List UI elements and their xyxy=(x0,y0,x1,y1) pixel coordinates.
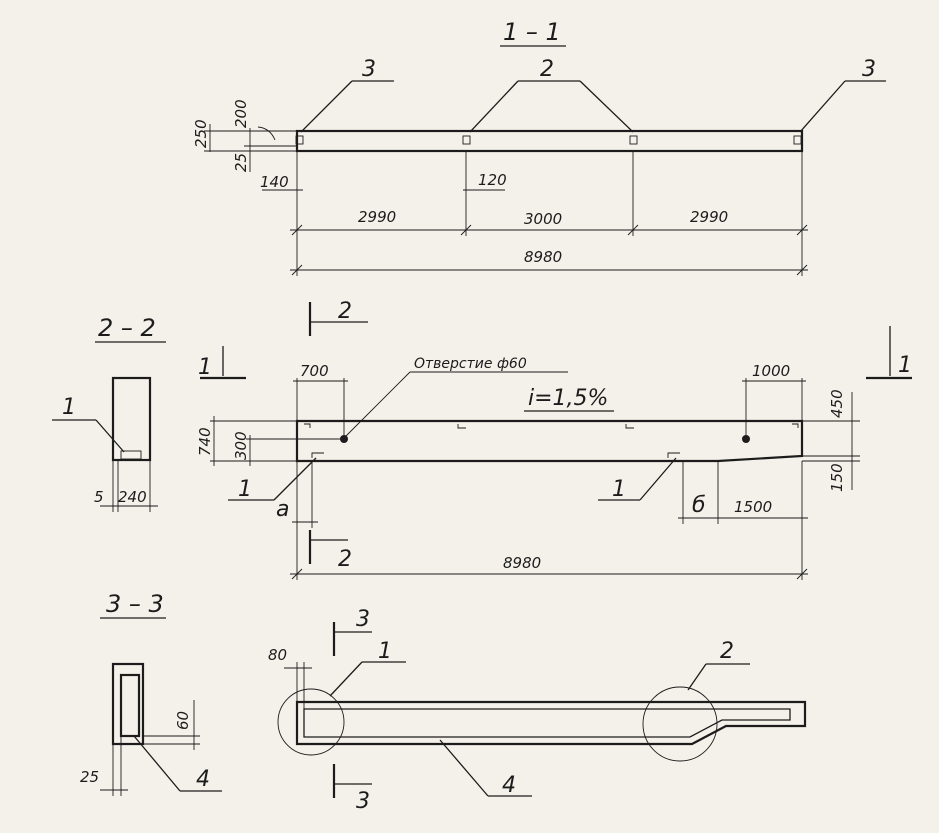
callout-1-plan-left: 1 xyxy=(238,477,252,502)
callout-1-plan-right: 1 xyxy=(612,477,626,502)
callout-1-s22: 1 xyxy=(62,395,76,420)
label-b: б xyxy=(692,493,706,518)
beam-elevation xyxy=(295,129,804,153)
callout-3-left: 3 xyxy=(362,57,376,82)
dim-25-v: 25 xyxy=(232,153,250,172)
dim-700: 700 xyxy=(300,362,329,380)
dim-3000: 3000 xyxy=(524,210,562,228)
cut-1-right-label: 1 xyxy=(898,353,912,378)
cut-3-bottom-label: 3 xyxy=(356,789,370,814)
bottom-view: 3 3 80 1 2 4 xyxy=(268,607,807,814)
plan-view: 2 1 1 Отверстие ф60 i=1,5% 700 xyxy=(196,299,912,580)
section-2-2-rect xyxy=(111,376,152,462)
cut-1-left-label: 1 xyxy=(198,355,212,380)
callout-3-right: 3 xyxy=(862,57,876,82)
dim-80: 80 xyxy=(268,646,287,664)
callout-1-bottom: 1 xyxy=(378,639,392,664)
cut-3-top-label: 3 xyxy=(356,607,370,632)
dim-250: 250 xyxy=(192,119,210,148)
dim-8980-top: 8980 xyxy=(524,248,562,266)
dim-140: 140 xyxy=(260,173,289,191)
label-a: а xyxy=(276,497,289,522)
dim-1500: 1500 xyxy=(734,498,772,516)
hole-right xyxy=(742,435,750,443)
section-1-1-title: 1 – 1 xyxy=(503,18,561,46)
detail-circle-2 xyxy=(642,686,718,762)
callout-4-s33: 4 xyxy=(196,767,210,792)
section-2-2-title: 2 – 2 xyxy=(98,314,156,342)
dim-120: 120 xyxy=(478,171,507,189)
dim-1000: 1000 xyxy=(752,362,790,380)
slope-label: i=1,5% xyxy=(528,386,608,411)
dim-2990-right: 2990 xyxy=(690,208,728,226)
dim-60: 60 xyxy=(174,711,192,730)
beam-bottom-outer xyxy=(295,700,807,746)
cut-2-bottom-label: 2 xyxy=(338,547,352,572)
section-2-2-view: 2 – 2 1 5 240 xyxy=(52,314,166,512)
dim-200: 200 xyxy=(232,99,250,128)
detail-circle-1 xyxy=(277,688,345,756)
dim-2990-left: 2990 xyxy=(358,208,396,226)
dim-150: 150 xyxy=(828,463,846,492)
dim-240: 240 xyxy=(118,488,147,506)
callout-4-bottom: 4 xyxy=(502,773,516,798)
beam-plan-outline xyxy=(295,419,804,463)
section-1-1-view: 1 – 1 3 2 3 250 200 25 140 120 xyxy=(192,18,886,276)
dim-5: 5 xyxy=(94,488,104,506)
dim-25-s33: 25 xyxy=(80,768,99,786)
section-3-3-outer xyxy=(111,662,145,746)
dim-8980-plan: 8980 xyxy=(503,554,541,572)
section-3-3-title: 3 – 3 xyxy=(106,590,164,618)
cut-2-top-label: 2 xyxy=(338,299,352,324)
hole-left xyxy=(340,435,348,443)
callout-2-bottom: 2 xyxy=(720,639,734,664)
section-3-3-inner xyxy=(119,673,141,738)
dim-300: 300 xyxy=(232,431,250,460)
beam-bottom-inner xyxy=(303,708,791,738)
callout-2: 2 xyxy=(540,57,554,82)
hole-note: Отверстие ф60 xyxy=(414,356,527,372)
section-3-3-view: 3 – 3 60 25 4 xyxy=(80,590,222,796)
dim-450: 450 xyxy=(828,389,846,418)
dim-740: 740 xyxy=(196,427,214,456)
